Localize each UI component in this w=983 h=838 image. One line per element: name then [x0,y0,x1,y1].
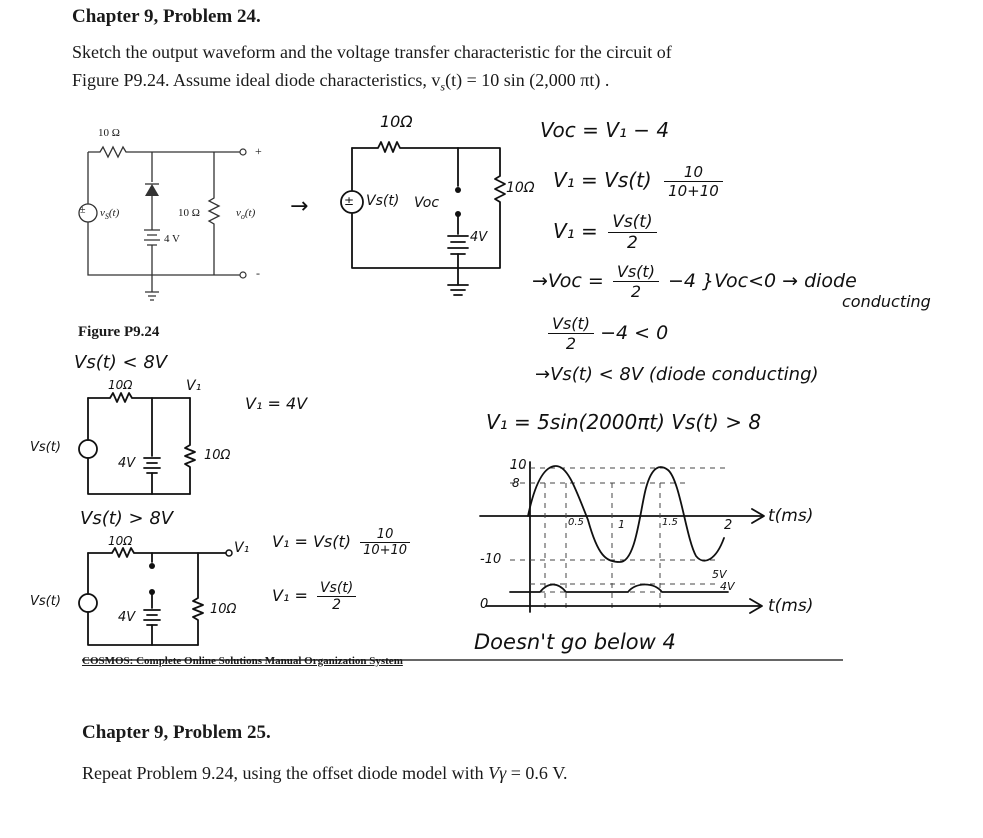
problem-24-heading: Chapter 9, Problem 24. [72,6,261,27]
graph1-x-label-1: 1 [618,518,625,531]
graph2-waveform [509,583,729,593]
graph2-note: Doesn't go below 4 [474,630,676,654]
case2-r-label: 10Ω [108,534,133,548]
figure-caption: Figure P9.24 [78,324,160,340]
fig-plus-minus: ± [80,205,86,216]
graph2-level-5v: 5V [712,568,727,581]
redrawn-r-load-label: 10Ω [506,180,535,196]
problem-24-text-line-1: Sketch the output waveform and the volta… [72,42,672,62]
graph2-axis-label: t(ms) [768,596,814,616]
fig-battery-label: 4 V [164,233,180,245]
graph1-y-label-8: 8 [512,476,520,490]
eq-diode-conducting: →Vs(t) < 8V (diode conducting) [535,364,819,385]
fig-source-label: vS(t) [100,207,120,222]
graph1-axis-label: t(ms) [768,506,814,526]
graph1-y-label-10: 10 [510,458,527,473]
case2-battery-label: 4V [118,610,136,625]
eq-conducting-word: conducting [842,292,931,311]
graph2-level-4v: 4V [720,580,735,593]
graph1-y-label-neg10: -10 [480,552,502,567]
case2-eq-half: V₁ = Vs(t) 2 [272,580,357,613]
eq-inequality: Vs(t) 2 −4 < 0 [548,314,668,353]
fig-r-series-label: 10 Ω [98,127,120,139]
case2-title: Vs(t) > 8V [80,508,174,529]
graph1-x-label-1-5: 1.5 [662,517,678,528]
graph2-y-label-0: 0 [480,597,489,612]
redrawn-battery-label: 4V [470,230,488,245]
eq-voc: Voc = V₁ − 4 [540,118,670,142]
graph1-x-label-2: 2 [724,518,733,533]
graph1-axes [479,461,765,613]
case2-source-label: Vs(t) [30,594,61,609]
case2-eq-divider: V₁ = Vs(t) 10 10+10 [272,527,411,558]
problem-25-heading: Chapter 9, Problem 25. [82,722,271,743]
case1-r-load-label: 10Ω [204,448,231,463]
graph1-x-label-0-5: 0.5 [568,517,584,528]
redrawn-circuit [340,141,506,296]
eq-v1-half: V₁ = Vs(t) 2 [553,212,657,253]
problem-25-text: Repeat Problem 9.24, using the offset di… [82,763,568,783]
case1-title: Vs(t) < 8V [74,352,168,373]
redrawn-arrow: → [290,194,309,219]
fig-r-load-label: 10 Ω [178,207,200,219]
graph1-waveform [527,465,725,563]
case1-battery-label: 4V [118,456,136,471]
problem-24-text-line-2: Figure P9.24. Assume ideal diode charact… [72,70,610,94]
redrawn-source-label: Vs(t) [366,193,400,209]
figure-p9-24-circuit [78,145,247,301]
cosmos-footer: COSMOS: Complete Online Solutions Manual… [82,655,403,667]
case1-node-label: V₁ [186,378,202,394]
redrawn-plus-minus: ± [344,194,355,208]
case2-circuit [78,547,233,646]
case1-circuit [78,392,196,495]
fig-vo-label: vo(t) [236,207,256,222]
eq-v1-divider: V₁ = Vs(t) 10 10+10 [553,163,723,200]
case1-result: V₁ = 4V [245,394,308,413]
case1-r-label: 10Ω [108,378,133,392]
redrawn-voc-label: Voc [414,195,440,211]
eq-voc-condition: →Voc = Vs(t) 2 −4 }Voc<0 → diode [532,262,857,301]
case2-r-load-label: 10Ω [210,602,237,617]
fig-minus-terminal: - [256,266,260,280]
fig-plus-terminal: + [255,144,262,158]
eq-v1-sine: V₁ = 5sin(2000πt) Vs(t) > 8 [486,410,762,434]
case1-source-label: Vs(t) [30,440,61,455]
redrawn-r-label: 10Ω [380,112,413,131]
case2-node-label: V₁ [234,540,250,556]
